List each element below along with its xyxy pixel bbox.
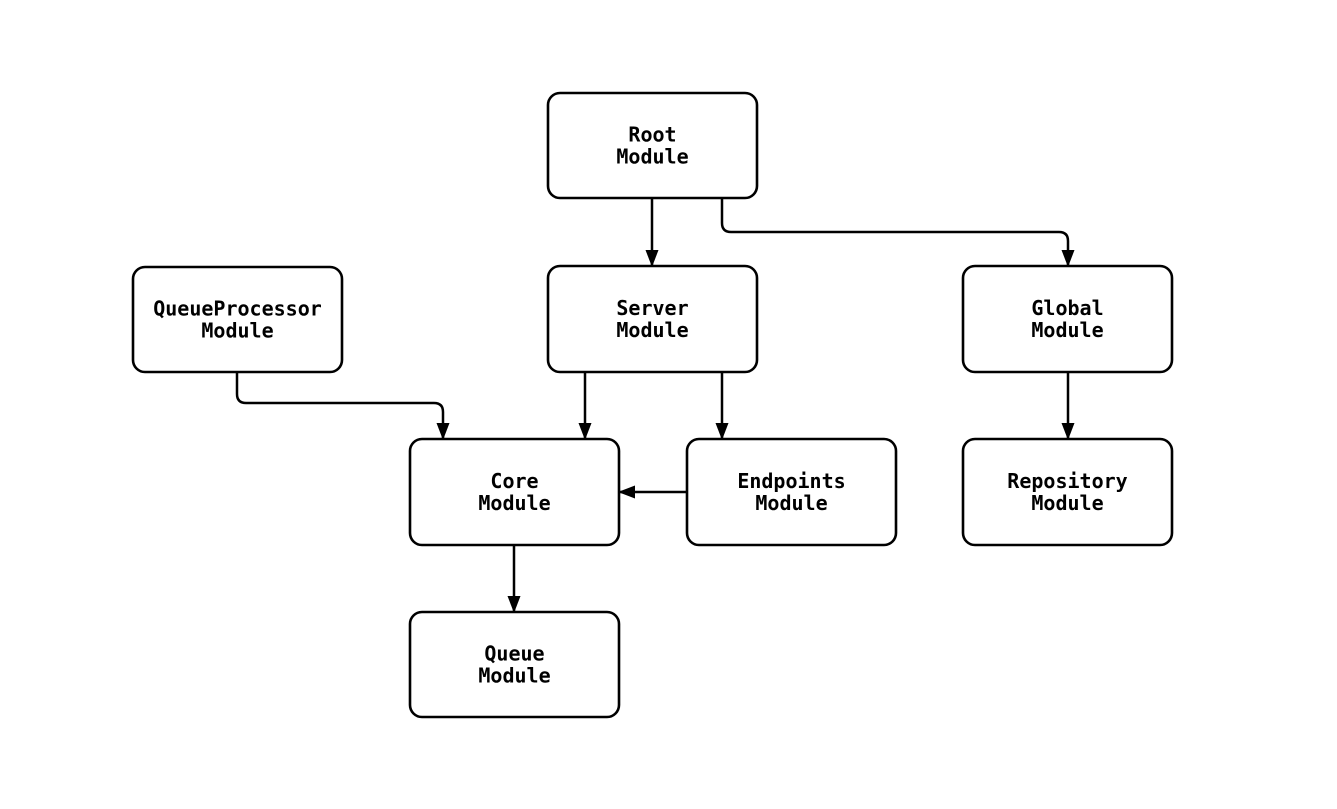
node-box-repository bbox=[961, 437, 1174, 547]
edge-root-to-global bbox=[720, 198, 1075, 267]
edges-layer bbox=[235, 198, 1075, 613]
node-label-line1: Root bbox=[628, 123, 676, 147]
node-label-line1: QueueProcessor bbox=[153, 297, 322, 321]
node-box-root bbox=[546, 91, 759, 200]
node-label-line2: Module bbox=[616, 318, 688, 342]
node-label-line2: Module bbox=[755, 491, 827, 515]
node-box-queue bbox=[408, 610, 621, 719]
node-box-endpoints bbox=[685, 437, 898, 547]
node-label-line2: Module bbox=[616, 145, 688, 169]
node-box-queueprocessor bbox=[131, 265, 344, 374]
node-label-line2: Module bbox=[1031, 318, 1103, 342]
node-label-line1: Repository bbox=[1007, 469, 1127, 493]
node-label-line1: Endpoints bbox=[737, 469, 845, 493]
node-label-line2: Module bbox=[478, 491, 550, 515]
node-label-line1: Queue bbox=[484, 642, 544, 666]
node-label-line1: Server bbox=[616, 296, 688, 320]
node-label-line1: Core bbox=[490, 469, 538, 493]
node-box-global bbox=[961, 264, 1174, 374]
node-box-core bbox=[408, 437, 621, 547]
node-label-line2: Module bbox=[1031, 491, 1103, 515]
node-label-line1: Global bbox=[1031, 296, 1103, 320]
node-box-server bbox=[546, 264, 759, 374]
node-label-line2: Module bbox=[201, 319, 273, 343]
node-label-line2: Module bbox=[478, 664, 550, 688]
edge-queueprocessor-to-core bbox=[235, 372, 450, 440]
